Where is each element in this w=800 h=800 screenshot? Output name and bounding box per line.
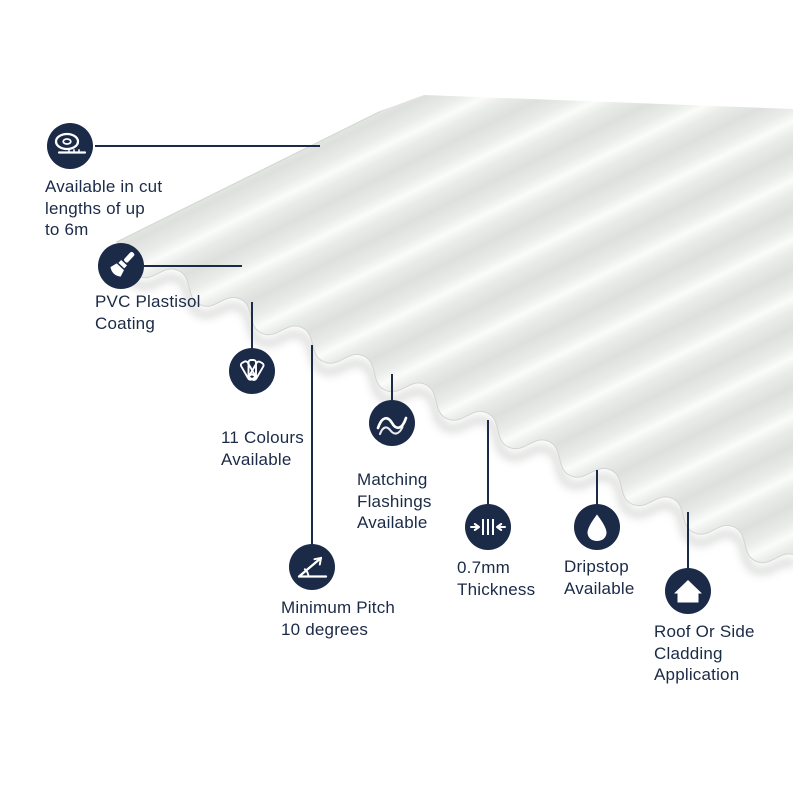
feature-label-line: PVC Plastisol [95, 292, 201, 311]
house-icon [665, 568, 711, 614]
paintbrush-icon [98, 243, 144, 289]
feature-label: Matching Flashings Available [357, 469, 432, 534]
feature-label-line: Matching [357, 470, 428, 489]
feature-label-line: Available [357, 513, 428, 532]
feature-label-line: 11 Colours [221, 428, 304, 447]
feature-label-line: Cladding [654, 643, 723, 663]
feature-label-line: 0.7mm [457, 558, 510, 577]
feature-label-line: Coating [95, 313, 155, 333]
feature-label-line: Roof Or Side [654, 622, 755, 641]
feature-label: Minimum Pitch 10 degrees [281, 597, 395, 640]
feature-label-line: Thickness [457, 579, 536, 599]
feature-label-line: lengths of up [45, 198, 145, 218]
thickness-gauge-icon [465, 504, 511, 550]
feature-label: Roof Or Side Cladding Application [654, 621, 755, 686]
corrugated-sheet [115, 95, 793, 564]
feature-label-line: Available [564, 578, 635, 598]
water-droplet-icon [574, 504, 620, 550]
feature-label: 0.7mm Thickness [457, 557, 535, 600]
pitch-angle-icon [289, 544, 335, 590]
tape-measure-icon [47, 123, 93, 169]
feature-label: PVC Plastisol Coating [95, 291, 201, 334]
feature-label: 11 Colours Available [221, 427, 304, 470]
flashing-sheet-icon [369, 400, 415, 446]
feature-label-line: Available [221, 449, 292, 469]
feature-label-line: Minimum Pitch [281, 598, 396, 617]
connector-lines [95, 145, 689, 568]
feature-label-line: to 6m [45, 220, 89, 239]
sheet-drop-shadow [113, 246, 793, 576]
colour-fan-icon [229, 348, 275, 394]
feature-label-line: Available in cut [45, 177, 163, 196]
feature-label-line: Application [654, 665, 740, 684]
feature-label-line: Dripstop [564, 557, 629, 576]
feature-label: Available in cut lengths of up to 6m [45, 176, 162, 241]
feature-label-line: Flashings [357, 491, 432, 511]
feature-label-line: 10 degrees [281, 619, 369, 639]
feature-label: Dripstop Available [564, 556, 634, 599]
